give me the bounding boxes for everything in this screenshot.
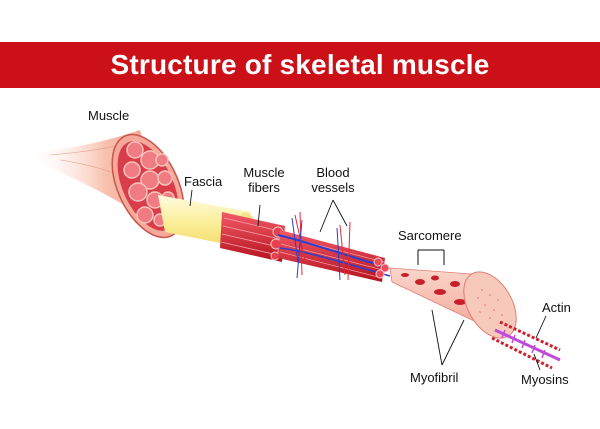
label-muscle-fibers-line1: Muscle [243, 165, 285, 180]
label-fascia: Fascia [184, 174, 223, 189]
myofibril-cone [389, 267, 517, 339]
label-muscle-fibers: Muscle fibers [239, 165, 289, 195]
blood-vessels-bundle [277, 211, 391, 282]
label-muscle-fibers-line2: fibers [248, 180, 280, 195]
title-banner: Structure of skeletal muscle [0, 42, 600, 88]
label-blood-vessels-line2: vessels [311, 180, 355, 195]
label-sarcomere: Sarcomere [398, 228, 462, 243]
leader-lines [189, 189, 547, 371]
sarcomere-bracket [417, 249, 445, 265]
label-actin: Actin [542, 300, 571, 315]
actin-myosin-filaments [491, 320, 561, 370]
label-myofibril: Myofibril [410, 370, 459, 385]
label-muscle: Muscle [88, 108, 130, 123]
label-blood-vessels-line1: Blood [316, 165, 350, 180]
page-title: Structure of skeletal muscle [110, 49, 490, 80]
label-myosins: Myosins [521, 372, 569, 387]
label-blood-vessels: Blood vessels [305, 165, 361, 195]
